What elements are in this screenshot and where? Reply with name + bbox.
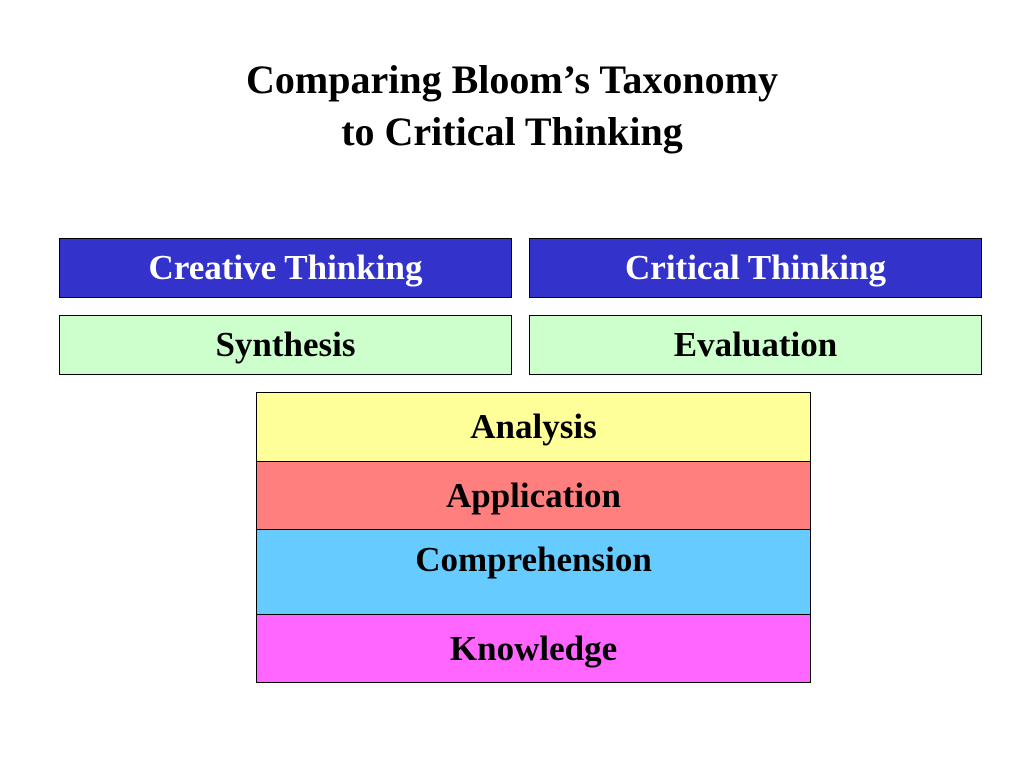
evaluation-box: Evaluation	[529, 315, 982, 375]
creative-thinking-label: Creative Thinking	[148, 248, 423, 287]
critical-thinking-label: Critical Thinking	[625, 248, 886, 287]
slide-title: Comparing Bloom’s Taxonomy to Critical T…	[0, 54, 1024, 158]
analysis-label: Analysis	[470, 407, 597, 446]
slide-title-line-1: Comparing Bloom’s Taxonomy	[246, 57, 778, 102]
application-box: Application	[256, 461, 811, 530]
synthesis-box: Synthesis	[59, 315, 512, 375]
comprehension-box: Comprehension	[256, 529, 811, 615]
analysis-box: Analysis	[256, 392, 811, 462]
comprehension-label: Comprehension	[415, 540, 652, 579]
creative-thinking-box: Creative Thinking	[59, 238, 512, 298]
synthesis-label: Synthesis	[215, 325, 356, 364]
knowledge-box: Knowledge	[256, 614, 811, 683]
knowledge-label: Knowledge	[449, 628, 618, 668]
critical-thinking-box: Critical Thinking	[529, 238, 982, 298]
application-label: Application	[445, 475, 622, 515]
slide-title-line-2: to Critical Thinking	[341, 109, 683, 154]
evaluation-label: Evaluation	[673, 325, 838, 364]
